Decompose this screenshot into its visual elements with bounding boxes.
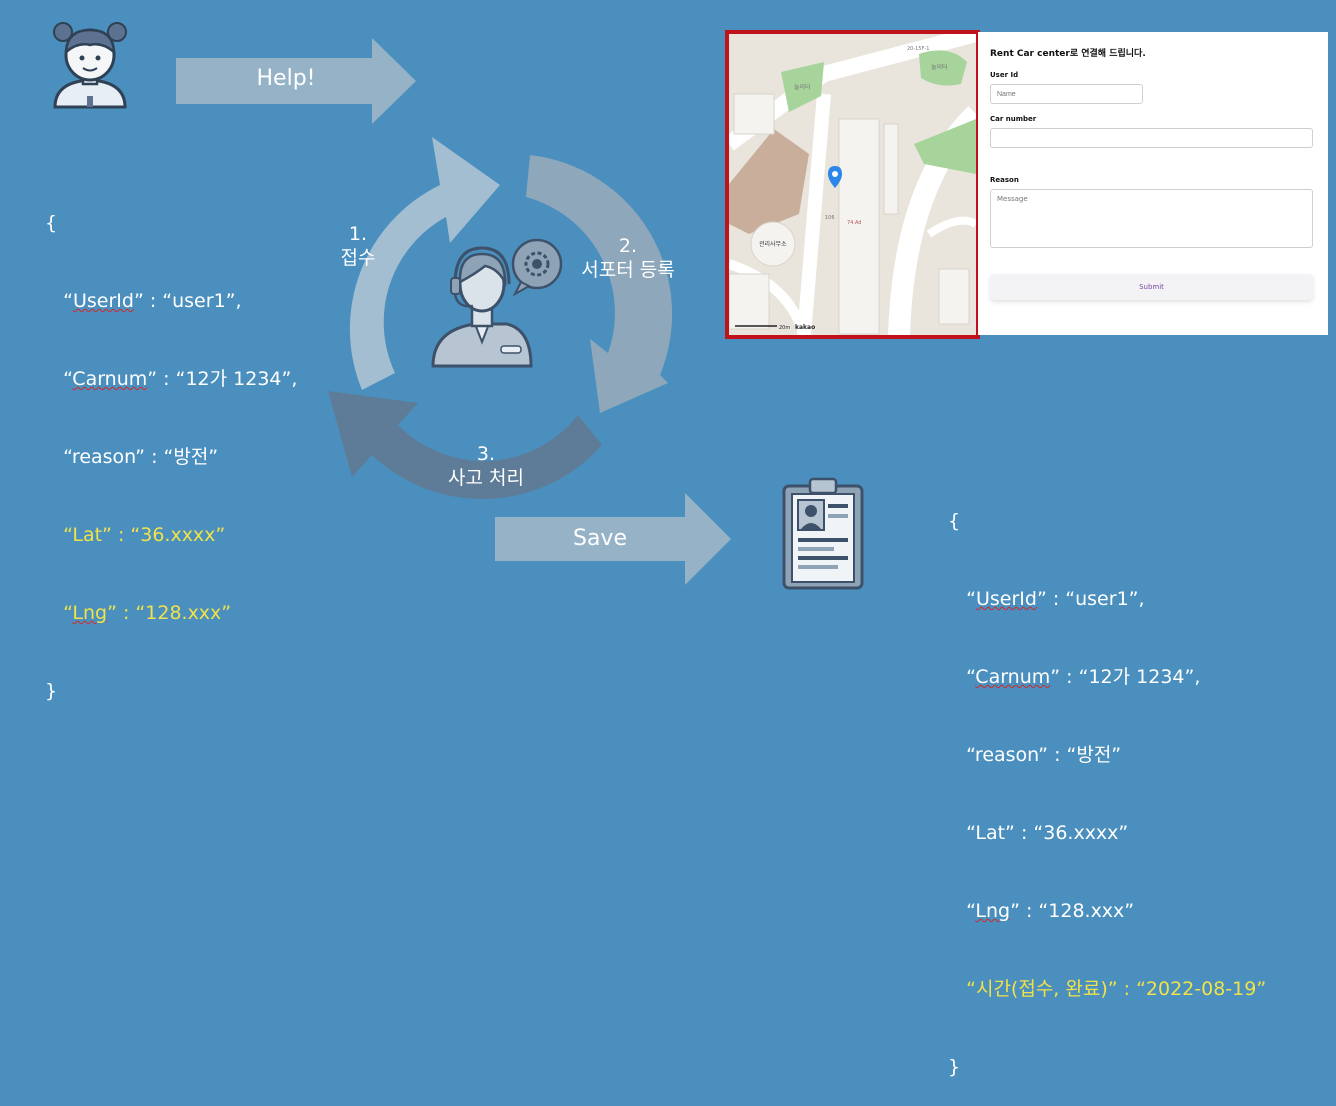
json-lng-key: Lng — [72, 602, 108, 624]
map-label-playground1: 놀이터 — [794, 83, 811, 91]
json-userid-value: : “user1”, — [143, 290, 242, 312]
step1-label: 1. 접수 — [318, 222, 398, 270]
step2-label: 2. 서포터 등록 — [566, 234, 690, 282]
saved-json: { “UserId” : “user1”, “Carnum” : “12가 12… — [948, 510, 1267, 1078]
saved-json-carnum-value: : “12가 1234”, — [1060, 666, 1201, 688]
userid-label: User Id — [990, 71, 1019, 79]
saved-json-open: { — [948, 510, 961, 532]
map-label-building-106: 106 — [825, 215, 835, 221]
step1-text: 접수 — [340, 247, 376, 269]
saved-json-close: } — [948, 1056, 961, 1078]
reason-label: Reason — [990, 176, 1019, 184]
map-scale-label: 20m — [779, 325, 790, 331]
help-label: Help! — [256, 66, 316, 91]
saved-json-carnum-key: Carnum — [975, 666, 1051, 688]
saved-json-reason: “reason” : “방전” — [966, 744, 1122, 766]
help-arrow — [176, 38, 416, 124]
rent-car-form: Rent Car center로 연결해 드립니다. User Id Car n… — [978, 32, 1328, 335]
cycle-arrow-step2 — [526, 155, 673, 413]
map-label-building-20: 20-15F-1 — [907, 46, 929, 52]
step2-text: 서포터 등록 — [581, 259, 675, 281]
support-agent-icon — [431, 238, 563, 368]
save-label: Save — [572, 526, 627, 551]
userid-input[interactable] — [990, 84, 1143, 104]
saved-json-lat: “Lat” : “36.xxxx” — [966, 822, 1129, 844]
save-arrow — [495, 493, 731, 585]
json-open: { — [45, 212, 58, 234]
step3-text: 사고 처리 — [448, 467, 524, 489]
cycle-arrow-step3 — [328, 391, 602, 499]
gear-icon — [511, 238, 563, 297]
map-canvas[interactable]: 놀이터 놀이터 20-15F-1 관리사무소 106 74.Ad 20m kak… — [729, 34, 976, 335]
json-reason: “reason” : “방전” — [63, 446, 219, 468]
saved-json-userid-value: : “user1”, — [1046, 588, 1145, 610]
step3-label: 3. 사고 처리 — [426, 442, 546, 490]
request-json: { “UserId” : “user1”, “Carnum” : “12가 12… — [45, 212, 298, 702]
process-cycle-diagram — [328, 137, 673, 499]
carnumber-label: Car number — [990, 115, 1037, 123]
carnumber-input[interactable] — [990, 128, 1313, 148]
map-label-playground2: 놀이터 — [931, 63, 948, 71]
map-pin-icon — [828, 166, 842, 188]
json-carnum-key: Carnum — [72, 368, 148, 390]
map-label-office: 관리사무소 — [759, 240, 787, 248]
json-carnum-value: : “12가 1234”, — [157, 368, 298, 390]
saved-json-lng-value: : “128.xxx” — [1019, 900, 1135, 922]
step2-number: 2. — [618, 235, 638, 257]
map-view[interactable]: 놀이터 놀이터 20-15F-1 관리사무소 106 74.Ad 20m kak… — [725, 30, 980, 339]
form-title: Rent Car center로 연결해 드립니다. — [990, 49, 1146, 59]
saved-json-lng-key: Lng — [975, 900, 1011, 922]
json-lat: “Lat” : “36.xxxx” — [63, 524, 226, 546]
saved-json-time: “시간(접수, 완료)” : “2022-08-19” — [966, 978, 1267, 1000]
submit-button[interactable]: Submit — [990, 274, 1313, 300]
json-userid-key: UserId — [72, 290, 134, 312]
clipboard-profile-icon — [782, 477, 864, 590]
step1-number: 1. — [348, 223, 368, 245]
user-girl-icon — [53, 22, 127, 109]
step3-number: 3. — [476, 443, 496, 465]
map-brand-label: kakao — [795, 324, 815, 331]
saved-json-userid-key: UserId — [975, 588, 1037, 610]
json-lng-value: : “128.xxx” — [116, 602, 232, 624]
cycle-arrow-step1 — [349, 137, 500, 390]
reason-textarea[interactable] — [990, 189, 1313, 248]
map-label-building-74: 74.Ad — [847, 220, 861, 226]
json-close: } — [45, 680, 58, 702]
